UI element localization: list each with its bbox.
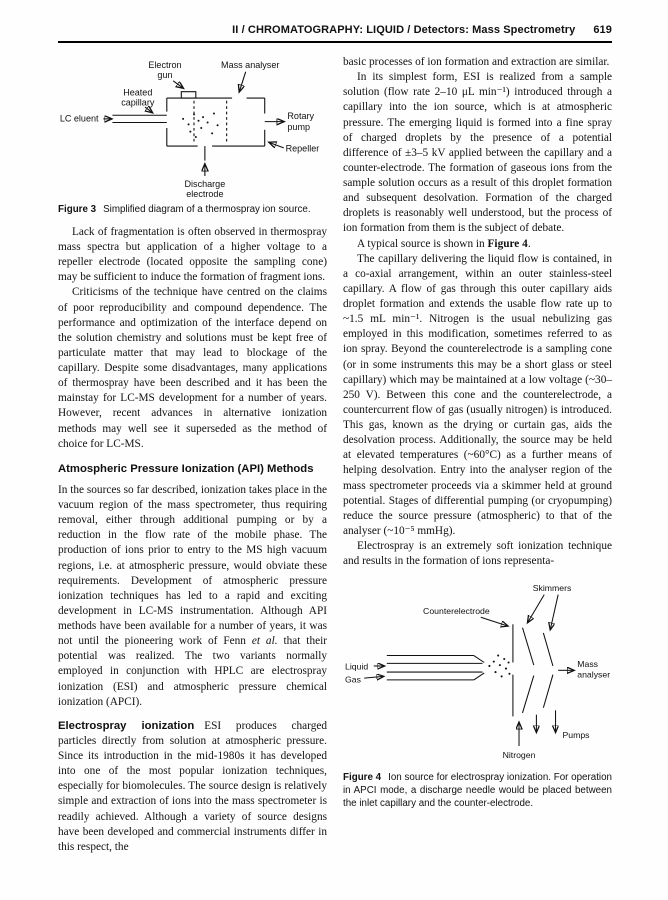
nitrogen-label: Nitrogen (503, 750, 536, 760)
paragraph-capillary-delivery: The capillary delivering the liquid flow… (343, 252, 612, 537)
heated-capillary-label-2: capillary (121, 97, 155, 107)
pumps-label: Pumps (562, 730, 590, 740)
figure3-caption-label: Figure 3 (58, 204, 97, 215)
figure3-caption: Figure 3 Simplified diagram of a thermosp… (58, 204, 327, 217)
paragraph-api-sources: In the sources so far described, ionizat… (58, 483, 327, 710)
api-text-b: that their potential was realized. The t… (58, 635, 328, 708)
skimmer-cones (521, 627, 554, 714)
heated-capillary-tube (112, 114, 167, 124)
page-number: 619 (593, 24, 612, 36)
paragraph-typical-source: A typical source is shown in Figure 4. (343, 237, 612, 252)
running-head: II / CHROMATOGRAPHY: LIQUID / Detectors:… (58, 24, 612, 36)
source-chamber-outline (112, 91, 266, 161)
rotary-pump-label-2: pump (287, 122, 310, 132)
header-rule (58, 41, 612, 43)
electrospray-diagram: Skimmers Counterelectrode Liquid Gas Mas… (345, 583, 610, 760)
lc-eluent-label: LC eluent (60, 114, 99, 124)
electrospray-text: ESI produces charged particles directly … (58, 719, 328, 853)
electrospray-plume (488, 654, 511, 678)
repeller-label: Repeller (286, 144, 320, 154)
paragraph-continuation: basic processes of ion formation and ext… (343, 56, 610, 68)
paragraph-criticisms: Criticisms of the technique have centred… (58, 286, 327, 450)
api-text-a: In the sources so far described, ionizat… (58, 483, 327, 648)
spray-region-dashed (193, 100, 228, 144)
paragraph-simplest-form: In its simplest form, ESI is realized fr… (343, 71, 612, 235)
electrospray-runin-heading: Electrospray ionization (58, 719, 195, 732)
figure4-arrows (364, 594, 574, 747)
electron-gun-label-1: Electron (148, 60, 181, 70)
api-methods-heading: Atmospheric Pressure Ionization (API) Me… (58, 462, 314, 475)
mass-analyser-label: Mass analyser (221, 60, 279, 70)
figure4-caption-text: Ion source for electrospray ionization. … (343, 772, 613, 810)
discharge-electrode-label-2: electrode (186, 189, 223, 198)
figure4-caption-label: Figure 4 (343, 772, 382, 784)
coaxial-capillary (386, 655, 485, 681)
mass-analyser-label-2: analyser (577, 670, 610, 680)
discharge-electrode-label-1: Discharge (185, 179, 226, 189)
left-column: Electron gun Mass analyser Heated capill… (58, 55, 327, 855)
typical-source-text-b: . (527, 237, 531, 250)
figure4: Skimmers Counterelectrode Liquid Gas Mas… (343, 579, 612, 811)
figure4-reference: Figure 4 (487, 237, 528, 250)
et-al-italic: et al. (251, 635, 278, 648)
liquid-label: Liquid (345, 662, 368, 672)
heated-capillary-label-1: Heated (123, 87, 152, 97)
paragraph-fragmentation: Lack of fragmentation is often observed … (58, 225, 327, 284)
gas-label: Gas (345, 675, 362, 685)
paragraph-soft-ionization: Electrospray is an extremely soft ioniza… (343, 540, 612, 568)
two-column-layout: Electron gun Mass analyser Heated capill… (58, 55, 612, 855)
right-column: basic processes of ion formation and ext… (343, 55, 612, 855)
counterelectrode-label: Counterelectrode (423, 606, 490, 616)
electron-gun-box (180, 91, 197, 99)
skimmers-label: Skimmers (533, 583, 572, 593)
thermospray-diagram: Electron gun Mass analyser Heated capill… (60, 60, 320, 198)
figure3-caption-text: Simplified diagram of a thermospray ion … (103, 204, 311, 215)
rotary-pump-label-1: Rotary (287, 111, 314, 121)
figure3-arrows (103, 71, 283, 177)
running-head-title: II / CHROMATOGRAPHY: LIQUID / Detectors:… (232, 24, 576, 36)
spray-droplets (182, 112, 219, 139)
mass-analyser-label-1: Mass (577, 659, 598, 669)
typical-source-text-a: A typical source is shown in (357, 237, 488, 250)
electron-gun-label-2: gun (157, 70, 172, 80)
figure3: Electron gun Mass analyser Heated capill… (58, 57, 327, 217)
